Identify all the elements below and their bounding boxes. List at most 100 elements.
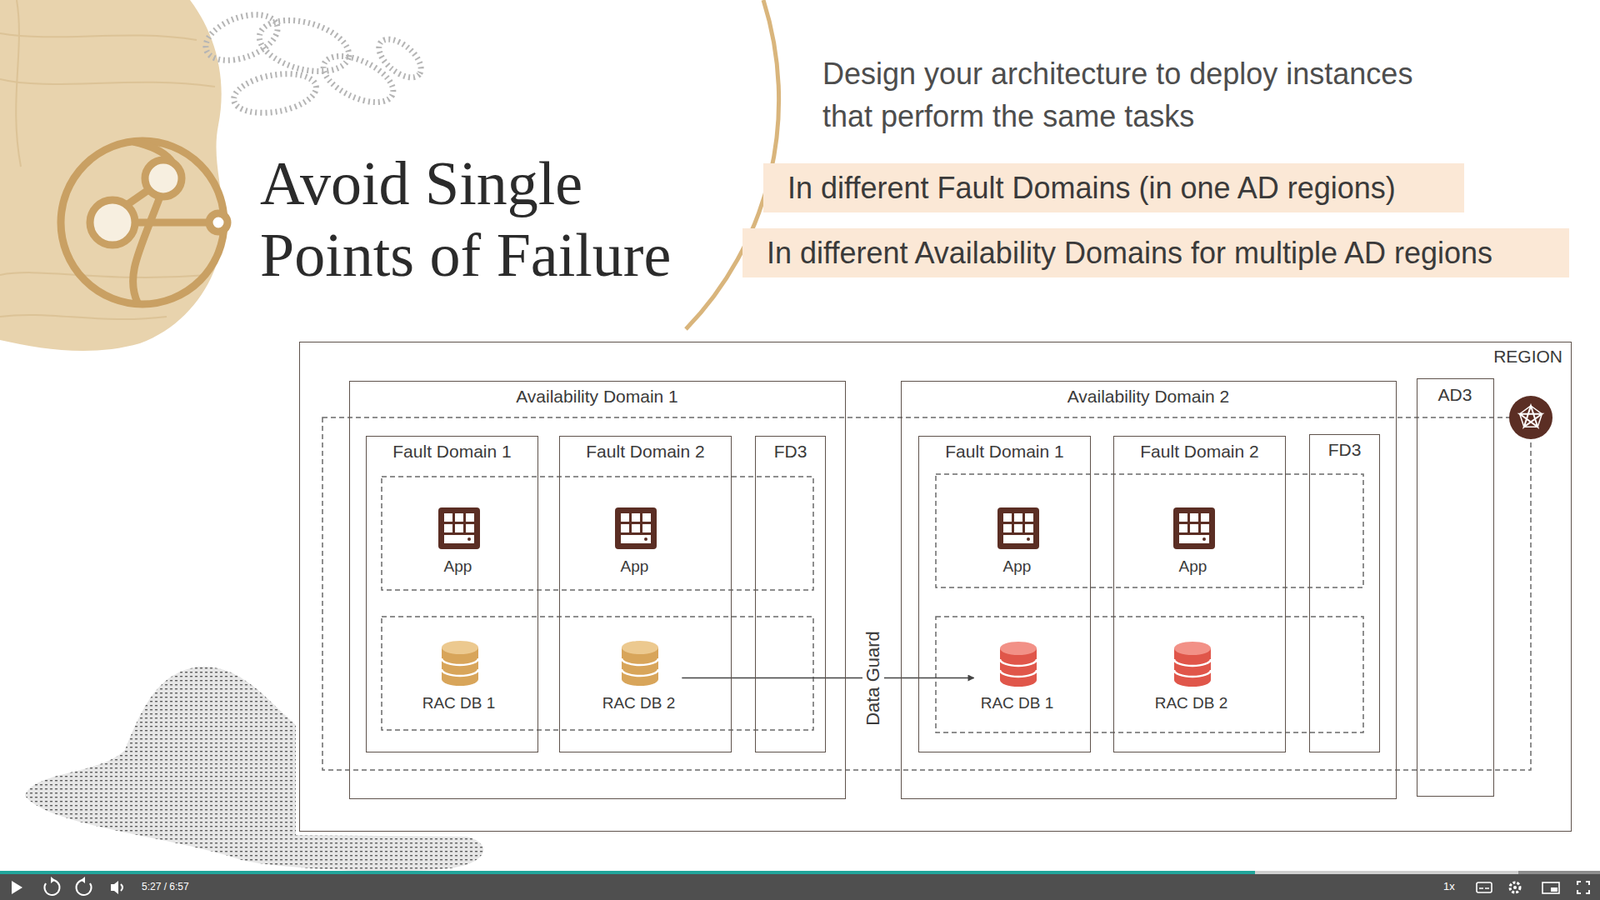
database: RAC DB 1 (974, 637, 1061, 720)
icon-label: RAC DB 1 (980, 692, 1055, 715)
progress-bar (0, 870, 1600, 875)
dashed-network (322, 417, 1531, 770)
band-text: In different Availability Domains for mu… (766, 228, 1493, 278)
player-controls (1479, 887, 1490, 890)
dashed-network (935, 474, 1364, 588)
note-band: In different Fault Domains (in one AD re… (763, 163, 1465, 213)
wood-grain (15, 0, 21, 167)
database-icon (441, 640, 1211, 687)
box-heading: Fault Domain 2 (1140, 440, 1259, 463)
fault-domain: Fault Domain 1 AppRAC DB 1 (365, 435, 539, 753)
intro-text: Design your architecture to deploy insta… (822, 52, 1440, 138)
player-controls (11, 880, 23, 895)
box-heading: Availability Domain 1 (515, 385, 679, 408)
player-controls (1577, 881, 1590, 894)
database-icon (1000, 641, 1037, 687)
globe-icon (133, 196, 160, 303)
player-controls (1513, 885, 1517, 890)
availability-domain: Availability Domain 1 Fault Domain 1 AppRA… (349, 380, 846, 800)
player-controls (50, 876, 55, 884)
app-server: App (601, 502, 669, 583)
icon-label: App (444, 555, 473, 578)
progress-bar (0, 870, 1255, 875)
player-controls (1476, 882, 1492, 893)
box-heading: Fault Domain 1 (392, 440, 511, 463)
gateway-icon (1520, 405, 1543, 427)
database-icon (1174, 641, 1211, 687)
progress-bar (0, 870, 1600, 875)
icon-label: App (620, 555, 650, 578)
dashed-network (935, 616, 1364, 733)
globe-icon (60, 140, 228, 305)
icon-label: App (1179, 555, 1208, 578)
globe-icon (126, 190, 149, 205)
leaf-cluster (316, 46, 400, 112)
app-server: App (984, 502, 1051, 583)
gateway-icon (1520, 405, 1543, 427)
availability-domain: AD3 (1416, 378, 1495, 797)
globe-icon (135, 219, 210, 227)
band-text: In different Fault Domains (in one AD re… (787, 163, 1396, 213)
wood-grain (0, 315, 167, 320)
player-controls (110, 880, 119, 895)
database: RAC DB 2 (1148, 637, 1235, 720)
availability-domain: Availability Domain 2 Fault Domain 1 AppRA… (900, 380, 1397, 800)
player-controls (80, 876, 85, 884)
gateway-icon (1509, 395, 1553, 440)
edge-label: Data Guard (862, 625, 885, 731)
box-heading: Availability Domain 2 (1067, 385, 1230, 408)
leaf-cluster (200, 5, 429, 119)
database: RAC DB 2 (595, 637, 683, 720)
beige-blob (0, 0, 224, 351)
fault-domain: FD3 (1309, 434, 1380, 753)
app-icon (438, 507, 480, 550)
player-controls (11, 876, 1590, 895)
fault-domain: Fault Domain 2 AppRAC DB 2 (559, 435, 732, 753)
globe-icon (209, 213, 228, 232)
box-heading: Fault Domain 1 (945, 440, 1064, 463)
progress-bar (0, 870, 1519, 875)
database-icon (621, 640, 659, 686)
fault-domain: FD3 (755, 435, 826, 753)
leaf-cluster (200, 5, 285, 70)
fault-domain: Fault Domain 1 AppRAC DB 1 (918, 435, 1091, 753)
slide-title: Avoid Single Points of Failure (260, 147, 710, 291)
player-controls (120, 884, 123, 891)
icon-label: RAC DB 1 (422, 692, 496, 715)
player-controls (1542, 882, 1560, 894)
app-server: App (425, 502, 492, 583)
playback-speed: 1x (1443, 879, 1455, 895)
dashed-network (381, 476, 814, 590)
box-heading: AD3 (1438, 384, 1473, 406)
player-controls (1550, 887, 1558, 892)
gateway-icon (1509, 395, 1553, 440)
region-box: REGIONAvailability Domain 1Fault Domain … (299, 341, 1572, 832)
connector-group (681, 677, 974, 679)
app-icon (997, 507, 1040, 550)
dashed-network (322, 417, 1531, 770)
wood-grain (0, 272, 209, 278)
wood-grain (0, 79, 215, 87)
globe-icon (90, 200, 135, 245)
player-controls (1510, 882, 1520, 893)
box-heading: FD3 (1328, 439, 1362, 461)
leaf-cluster (372, 31, 429, 85)
wood-grain (0, 33, 197, 40)
globe-icon (145, 160, 182, 197)
globe-icon (60, 140, 225, 305)
icon-label: App (1003, 555, 1032, 578)
dotted-cloud (25, 666, 484, 871)
app-icon (615, 507, 657, 550)
box-heading: FD3 (774, 440, 808, 463)
replication-arrow (681, 677, 974, 680)
app-icon (1173, 507, 1215, 550)
database: RAC DB 1 (415, 637, 503, 720)
icon-label: RAC DB 2 (1155, 692, 1229, 715)
wood-grain (0, 0, 215, 320)
note-band: In different Availability Domains for mu… (742, 228, 1570, 278)
box-heading: Fault Domain 2 (585, 440, 705, 463)
fault-domain: Fault Domain 2 AppRAC DB 2 (1113, 435, 1286, 753)
leaf-cluster (230, 68, 320, 120)
icon-label: RAC DB 2 (602, 692, 676, 715)
